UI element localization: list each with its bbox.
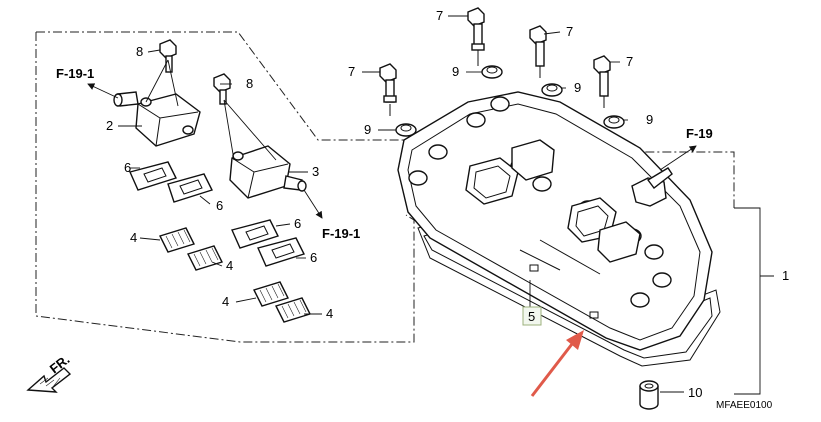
label-part-5: 5 bbox=[528, 309, 535, 324]
label-part-6-d: 6 bbox=[310, 250, 317, 265]
seal-6-d bbox=[257, 237, 305, 267]
washer-9-a bbox=[481, 65, 503, 79]
label-part-4-d: 4 bbox=[326, 306, 333, 321]
ignition-coil-3 bbox=[229, 145, 307, 199]
gasket-4-b bbox=[187, 245, 223, 271]
label-part-6-a: 6 bbox=[124, 160, 131, 175]
label-part-9-a: 9 bbox=[452, 64, 459, 79]
label-part-9-c: 9 bbox=[364, 122, 371, 137]
ref-label-f191-a: F-19-1 bbox=[56, 66, 94, 81]
bolt-7-c bbox=[379, 63, 397, 116]
label-part-6-b: 6 bbox=[216, 198, 223, 213]
washer-9-c bbox=[395, 123, 417, 137]
label-part-7-c: 7 bbox=[348, 64, 355, 79]
bolt-8-b bbox=[213, 73, 231, 105]
washer-9-d bbox=[603, 115, 625, 129]
seal-6-c bbox=[231, 219, 279, 249]
bolt-7-b bbox=[529, 25, 547, 78]
dashed-group-boundary bbox=[35, 31, 415, 343]
ref-arrow-f191-b bbox=[303, 189, 323, 219]
label-part-1: 1 bbox=[782, 268, 789, 283]
ref-label-f191-b: F-19-1 bbox=[322, 226, 360, 241]
ref-arrow-f191-a bbox=[87, 83, 119, 99]
diagram-code: MFAEE0100 bbox=[716, 400, 773, 411]
label-part-7-b: 7 bbox=[566, 24, 573, 39]
collar-10 bbox=[639, 380, 659, 410]
label-part-4-a: 4 bbox=[130, 230, 137, 245]
ref-arrow-f19 bbox=[659, 145, 697, 171]
leader-lines bbox=[118, 15, 774, 395]
seal-6-b bbox=[167, 173, 213, 203]
label-part-8-a: 8 bbox=[136, 44, 143, 59]
label-part-3: 3 bbox=[312, 164, 319, 179]
bolt-8-a bbox=[159, 39, 177, 73]
gasket-4-a bbox=[159, 227, 195, 253]
bolt-7-d bbox=[593, 55, 611, 108]
part-5-box bbox=[522, 306, 542, 326]
cylinder-head-cover bbox=[397, 91, 721, 367]
front-direction-arrow bbox=[26, 367, 72, 393]
label-part-4-b: 4 bbox=[226, 258, 233, 273]
label-part-4-c: 4 bbox=[222, 294, 229, 309]
washer-9-b bbox=[541, 83, 563, 97]
gasket-4-d bbox=[275, 297, 311, 323]
label-part-8-b: 8 bbox=[246, 76, 253, 91]
bolt-7-a bbox=[467, 7, 485, 66]
label-part-6-c: 6 bbox=[294, 216, 301, 231]
label-part-9-d: 9 bbox=[646, 112, 653, 127]
label-part-7-a: 7 bbox=[436, 8, 443, 23]
gasket-4-c bbox=[253, 281, 289, 307]
label-part-2: 2 bbox=[106, 118, 113, 133]
label-part-7-d: 7 bbox=[626, 54, 633, 69]
highlight-arrow bbox=[530, 330, 584, 397]
seal-6-a bbox=[129, 161, 177, 191]
ignition-coil-2 bbox=[113, 91, 201, 147]
ref-label-f19: F-19 bbox=[686, 126, 713, 141]
label-part-10: 10 bbox=[688, 385, 702, 400]
label-part-9-b: 9 bbox=[574, 80, 581, 95]
